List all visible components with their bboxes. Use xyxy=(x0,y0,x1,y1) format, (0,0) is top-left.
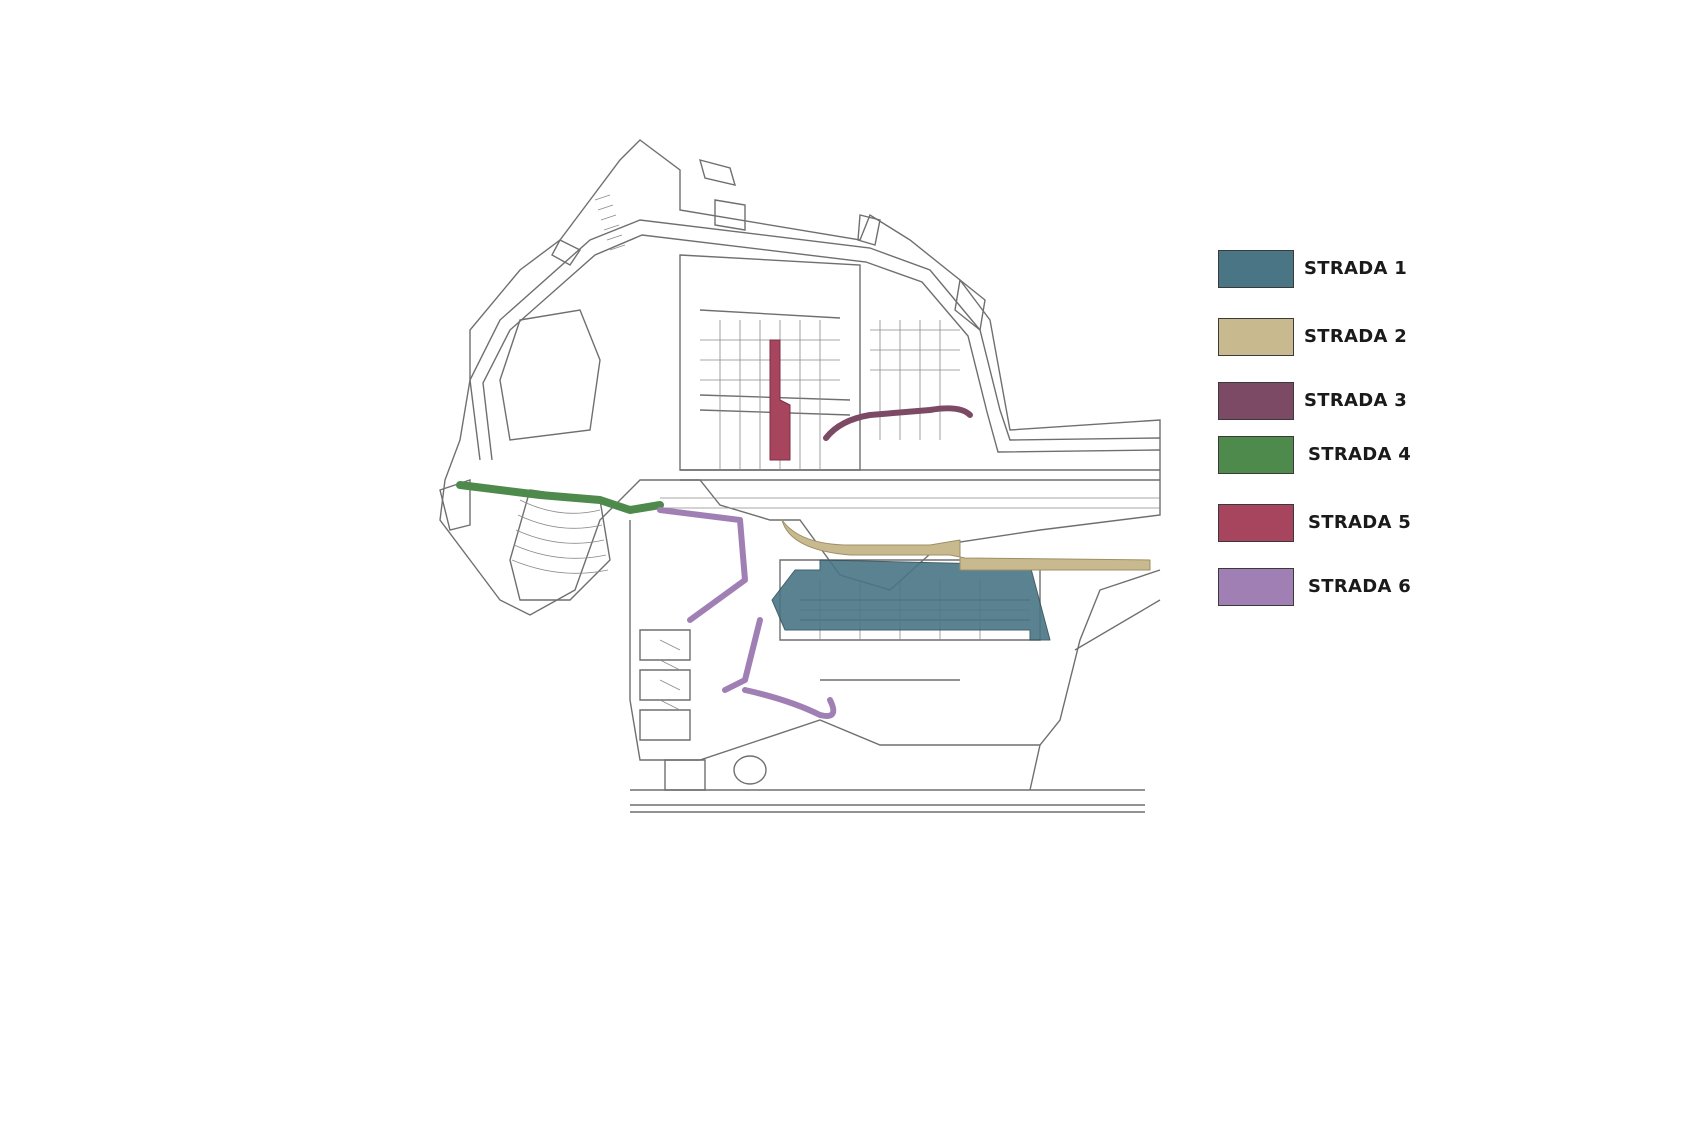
perimeter-road-outer xyxy=(469,219,1161,461)
legend: STRADA 1 STRADA 2 STRADA 3 STRADA 4 STRA… xyxy=(1218,250,1478,610)
legend-swatch-strada-3 xyxy=(1218,382,1294,420)
legend-item-strada-6: STRADA 6 xyxy=(1218,568,1478,608)
main-axis-ticks xyxy=(660,497,1160,509)
roundabout xyxy=(733,755,767,785)
strada-1-route xyxy=(771,559,1051,641)
west-block xyxy=(499,309,601,441)
west-stair-blocks xyxy=(659,639,681,711)
legend-swatch-strada-1 xyxy=(1218,250,1294,288)
hillside xyxy=(509,489,611,601)
north-annex xyxy=(551,159,881,266)
south-west-blocks xyxy=(639,629,706,791)
legend-label-strada-1: STRADA 1 xyxy=(1304,258,1408,279)
perimeter-road-inner xyxy=(482,234,1161,461)
strada-5-route xyxy=(769,339,791,461)
site-detail xyxy=(511,194,1160,711)
strada-3-route xyxy=(823,405,973,441)
strada-2-route xyxy=(781,519,1151,571)
legend-swatch-strada-6 xyxy=(1218,568,1294,606)
hillside-contours xyxy=(511,499,609,574)
north-parking-stripes xyxy=(594,194,626,251)
strada-4-route xyxy=(456,481,664,514)
legend-item-strada-5: STRADA 5 xyxy=(1218,504,1478,544)
legend-item-strada-1: STRADA 1 xyxy=(1218,250,1478,290)
east-spur xyxy=(1029,599,1161,791)
legend-swatch-strada-2 xyxy=(1218,318,1294,356)
site-outline xyxy=(439,139,1161,813)
strada-6-route xyxy=(657,507,837,719)
legend-label-strada-5: STRADA 5 xyxy=(1308,512,1412,533)
east-grid xyxy=(870,320,960,440)
legend-swatch-strada-5 xyxy=(1218,504,1294,542)
legend-label-strada-3: STRADA 3 xyxy=(1304,390,1408,411)
road-overlays xyxy=(456,339,1151,719)
legend-item-strada-2: STRADA 2 xyxy=(1218,318,1478,358)
legend-label-strada-4: STRADA 4 xyxy=(1308,444,1412,465)
legend-item-strada-4: STRADA 4 xyxy=(1218,436,1478,476)
site-boundary xyxy=(439,139,1161,616)
legend-item-strada-3: STRADA 3 xyxy=(1218,382,1478,422)
south-boundary xyxy=(629,520,1161,761)
legend-label-strada-6: STRADA 6 xyxy=(1308,576,1412,597)
legend-label-strada-2: STRADA 2 xyxy=(1304,326,1408,347)
east-annex xyxy=(954,278,986,332)
legend-swatch-strada-4 xyxy=(1218,436,1294,474)
